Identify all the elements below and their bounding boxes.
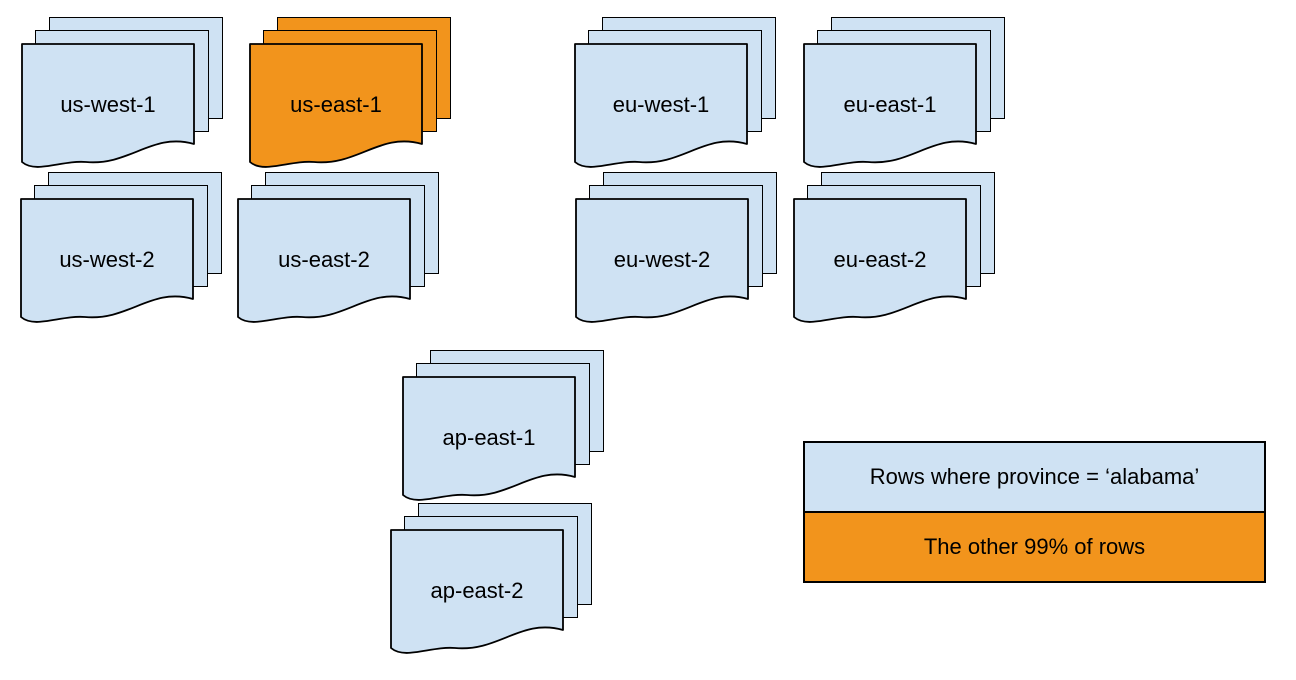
document-stack-eu-west-2: eu-west-2	[575, 172, 777, 325]
region-label: us-west-2	[59, 247, 155, 272]
document-page-front	[21, 43, 195, 168]
document-page-front	[803, 43, 977, 168]
region-label: eu-east-2	[833, 247, 927, 272]
document-stack-us-east-2: us-east-2	[237, 172, 439, 325]
region-label: us-east-1	[290, 92, 382, 117]
legend-item-alabama-rows: Rows where province = ‘alabama’	[805, 443, 1264, 511]
document-stack-ap-east-1: ap-east-1	[402, 350, 604, 503]
document-page-front	[249, 43, 423, 168]
document-stack-eu-east-1: eu-east-1	[803, 17, 1005, 170]
region-label: ap-east-2	[430, 578, 524, 603]
region-label: eu-east-1	[843, 92, 937, 117]
document-stack-us-west-1: us-west-1	[21, 17, 223, 170]
document-stack-ap-east-2: ap-east-2	[390, 503, 592, 656]
region-label: ap-east-1	[442, 425, 536, 450]
legend-item-label: The other 99% of rows	[923, 534, 1146, 559]
document-stack-eu-west-1: eu-west-1	[574, 17, 776, 170]
document-page-front	[402, 376, 576, 501]
document-stack-us-east-1: us-east-1	[249, 17, 451, 170]
document-page-front	[575, 198, 749, 323]
document-page-front	[390, 529, 564, 654]
region-label: eu-west-2	[613, 247, 711, 272]
document-page-front	[574, 43, 748, 168]
document-stack-eu-east-2: eu-east-2	[793, 172, 995, 325]
legend-item-label: Rows where province = ‘alabama’	[869, 464, 1200, 489]
legend: Rows where province = ‘alabama’ The othe…	[803, 441, 1266, 583]
document-page-front	[237, 198, 411, 323]
region-label: us-west-1	[60, 92, 156, 117]
region-label: eu-west-1	[612, 92, 710, 117]
document-page-front	[20, 198, 194, 323]
legend-item-other-rows: The other 99% of rows	[805, 511, 1264, 581]
document-stack-us-west-2: us-west-2	[20, 172, 222, 325]
document-page-front	[793, 198, 967, 323]
region-label: us-east-2	[278, 247, 370, 272]
